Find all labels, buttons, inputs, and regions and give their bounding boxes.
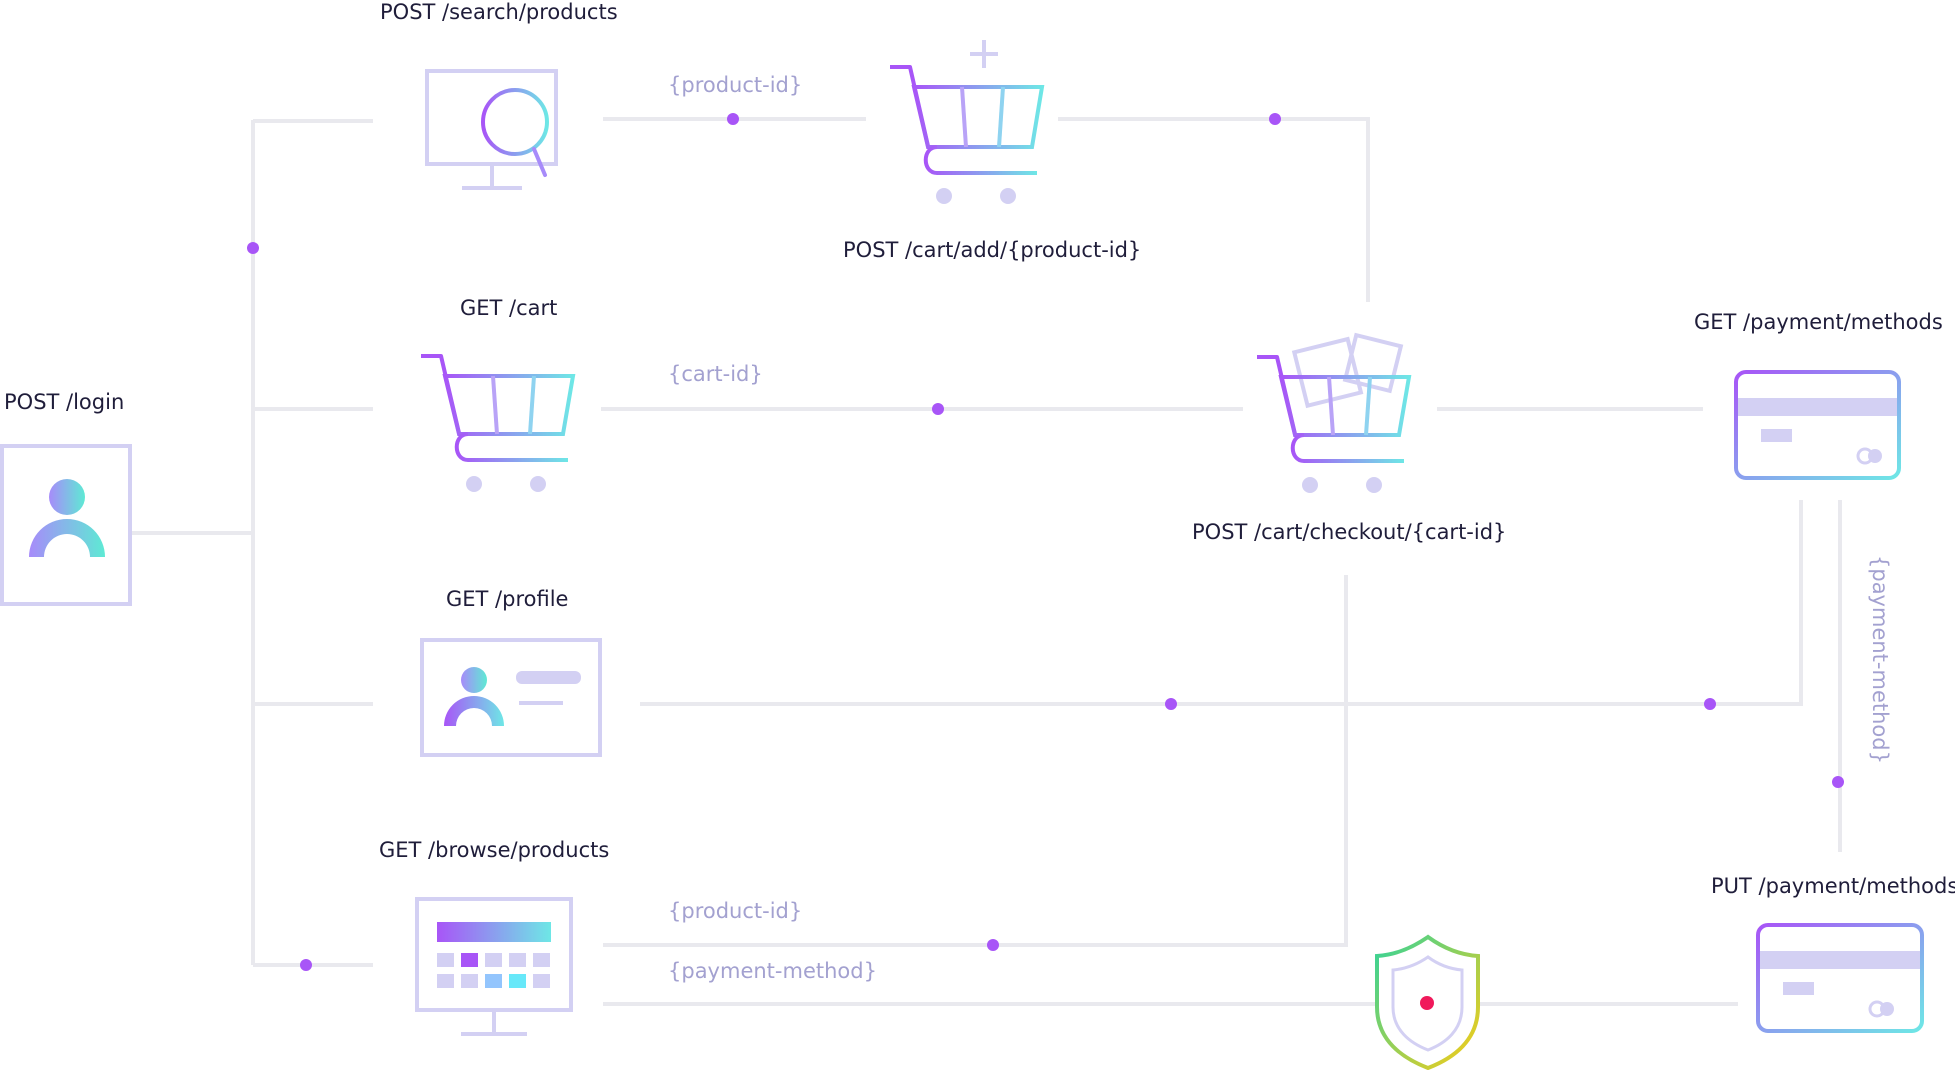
connector-dot <box>1269 113 1281 125</box>
endpoint-label-get-cart: GET /cart <box>460 296 558 320</box>
param-label-cart-id: {cart-id} <box>668 362 763 386</box>
cart-packages-icon <box>1257 332 1412 493</box>
connector-dot <box>247 242 259 254</box>
shield-icon <box>1375 934 1480 1070</box>
param-label-payment-method: {payment-method} <box>668 959 877 983</box>
shopping-cart-icon <box>421 354 576 492</box>
monitor-grid-icon <box>415 897 573 1036</box>
endpoint-label-payment-get: GET /payment/methods <box>1694 310 1943 334</box>
connector-dot <box>727 113 739 125</box>
profile-card-icon <box>420 638 602 757</box>
credit-card-icon <box>1734 370 1901 480</box>
connector-dot <box>300 959 312 971</box>
monitor-search-icon <box>425 69 558 190</box>
connector-profile-payment <box>640 500 1803 706</box>
endpoint-label-search-products: POST /search/products <box>380 0 618 24</box>
connector-dot <box>1704 698 1716 710</box>
endpoint-label-checkout: POST /cart/checkout/{cart-id} <box>1192 520 1507 544</box>
connector-dots <box>247 113 1844 971</box>
user-icon <box>0 444 132 606</box>
param-label-product-id: {product-id} <box>668 899 803 923</box>
credit-card-icon <box>1756 923 1924 1033</box>
param-label-product-id: {product-id} <box>668 73 803 97</box>
connector-dot <box>1832 776 1844 788</box>
connector-browse-checkout <box>603 575 1348 947</box>
connector-dot <box>932 403 944 415</box>
endpoint-label-profile: GET /profile <box>446 587 569 611</box>
endpoint-label-browse-products: GET /browse/products <box>379 838 610 862</box>
param-label-payment-method-vertical: {payment-method} <box>1868 555 1892 764</box>
endpoint-label-cart-add: POST /cart/add/{product-id} <box>843 238 1142 262</box>
connector-cartadd-checkout <box>1058 117 1370 302</box>
cart-add-icon <box>890 40 1045 204</box>
connector-dot <box>987 939 999 951</box>
endpoint-label-login: POST /login <box>4 390 125 414</box>
connectors <box>131 117 1842 1006</box>
endpoint-label-payment-put: PUT /payment/methods <box>1711 874 1955 898</box>
connector-dot <box>1165 698 1177 710</box>
